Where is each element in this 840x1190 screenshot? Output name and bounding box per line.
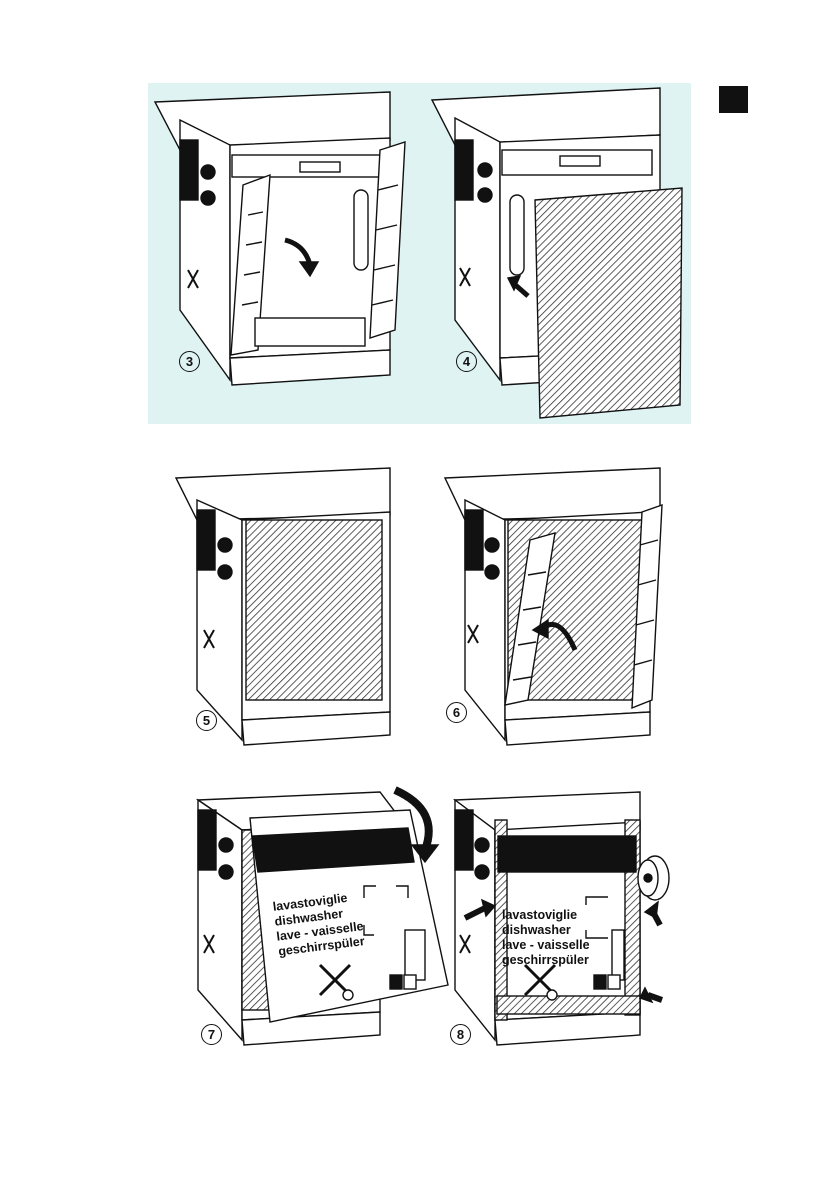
step-number-3: 3 bbox=[179, 351, 200, 372]
step-6-figure bbox=[443, 467, 663, 746]
step-7-figure bbox=[195, 786, 449, 1046]
step-8-figure bbox=[453, 791, 670, 1046]
label-line-1: lavastoviglie bbox=[502, 908, 578, 922]
carton-label-step-8: lavastoviglie dishwasher lave - vaissell… bbox=[502, 908, 590, 968]
label-line-4: geschirrspüler bbox=[502, 953, 589, 967]
step-number-6: 6 bbox=[446, 702, 467, 723]
step-4-figure bbox=[430, 87, 683, 419]
step-number-8: 8 bbox=[450, 1024, 471, 1045]
step-5-figure bbox=[174, 467, 391, 746]
step-number-4: 4 bbox=[456, 351, 477, 372]
label-line-3: lave - vaisselle bbox=[502, 938, 590, 952]
step-3-figure bbox=[153, 91, 406, 386]
step-number-5: 5 bbox=[196, 710, 217, 731]
section-marker bbox=[719, 86, 748, 113]
step-number-7: 7 bbox=[201, 1024, 222, 1045]
label-line-2: dishwasher bbox=[502, 923, 571, 937]
carton-label-step-7: lavastoviglie dishwasher lave - vaissell… bbox=[272, 889, 366, 959]
